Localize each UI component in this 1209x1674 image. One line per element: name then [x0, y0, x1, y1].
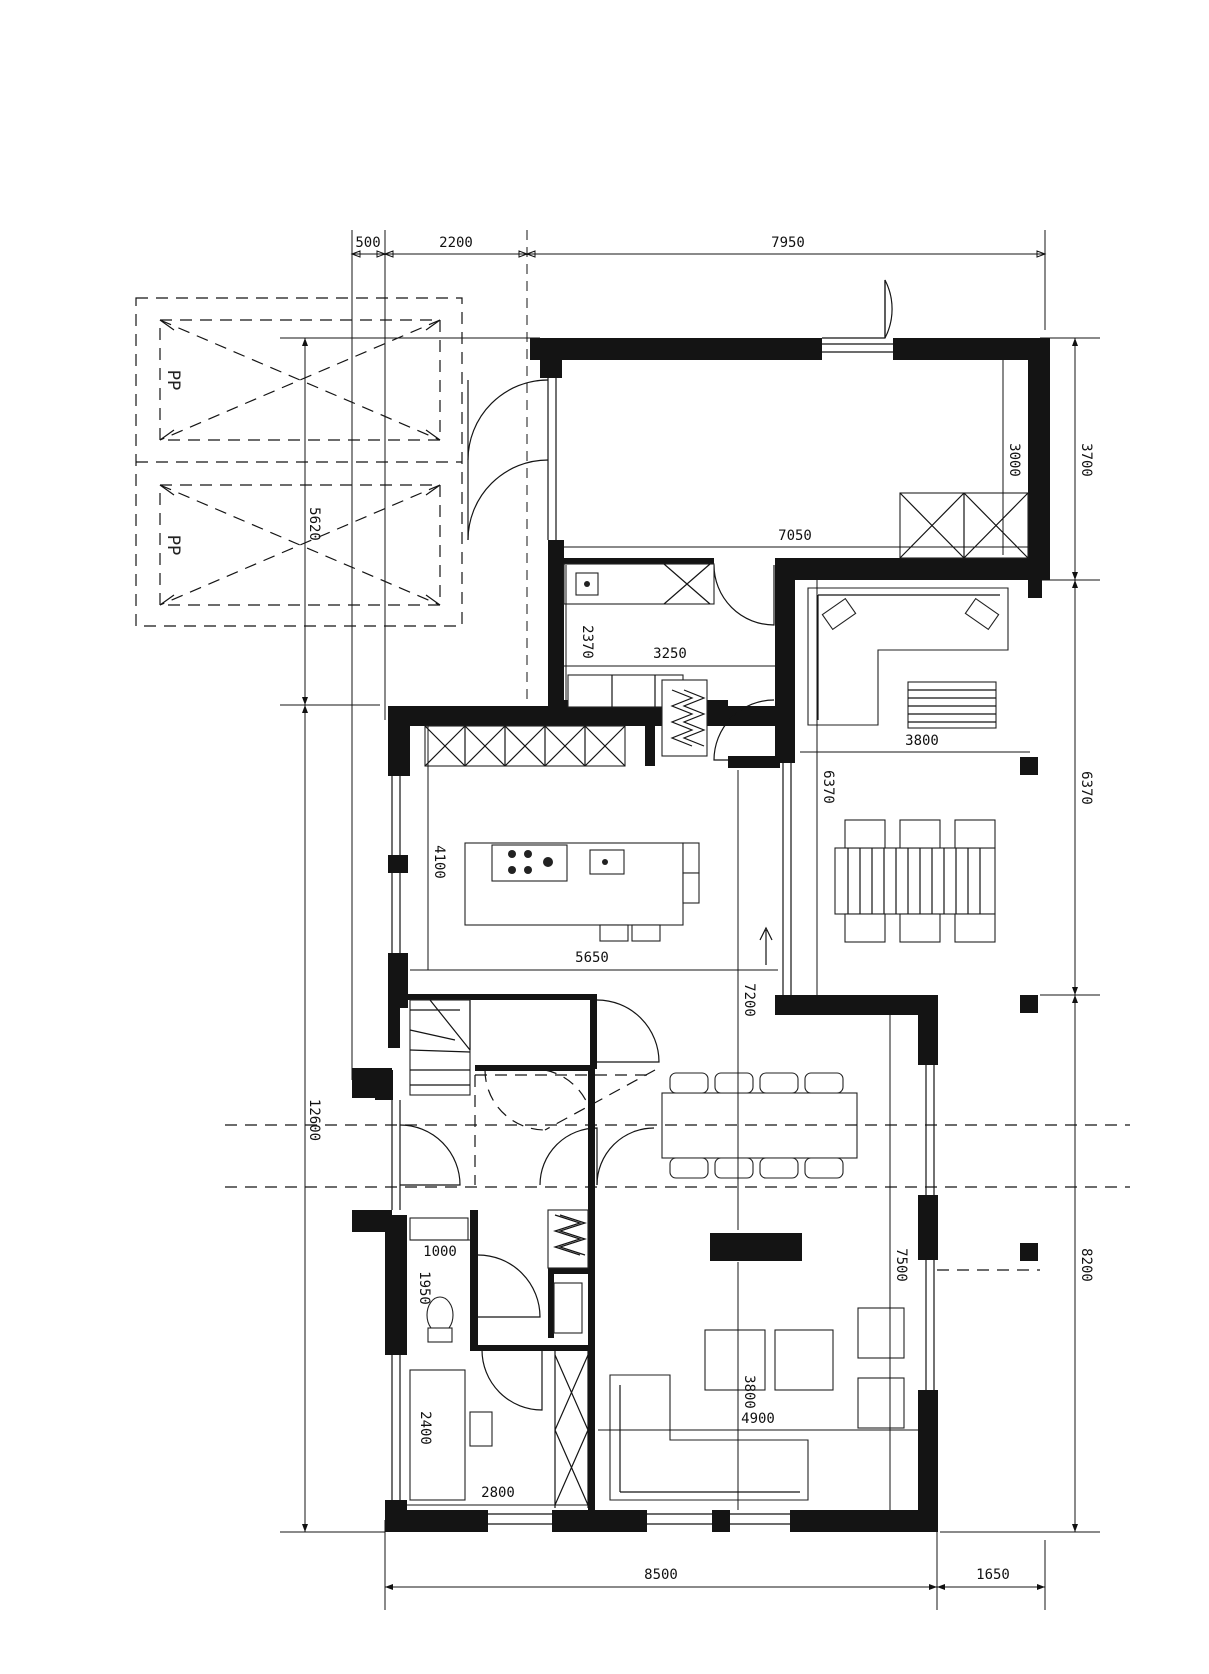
dim-right-8200: 8200: [1078, 1248, 1094, 1282]
dim-kitchen-width: 5650: [575, 950, 609, 966]
dim-bottom-1650: 1650: [976, 1567, 1010, 1583]
dimension-lines: [280, 230, 1100, 1610]
dim-left-5620: 5620: [306, 507, 322, 541]
dim-left-12600: 12600: [306, 1099, 322, 1141]
dim-lounge-width: 3800: [905, 733, 939, 749]
grid-lines: [225, 1124, 1130, 1271]
dim-utility-width: 3250: [653, 646, 687, 662]
dim-right-6370: 6370: [1078, 771, 1094, 805]
windows: [391, 343, 935, 1525]
dim-living-depth: 7500: [893, 1248, 909, 1282]
furniture: [409, 492, 1029, 1508]
parking-label-1: PP: [163, 370, 183, 391]
dim-toilet-depth: 1950: [416, 1271, 432, 1305]
dim-kitchen-depth: 4100: [431, 845, 447, 879]
dim-office-depth: 2400: [417, 1411, 433, 1445]
doors: [399, 279, 893, 1411]
dimension-labels: 500 2200 7950 8500 1650 3700 6370 8200 5…: [306, 235, 1094, 1583]
dim-living-height: 3800: [741, 1375, 757, 1409]
dim-toilet-width: 1000: [423, 1244, 457, 1260]
dim-garage-width: 7050: [778, 528, 812, 544]
dim-top-7950: 7950: [771, 235, 805, 251]
dim-top-2200: 2200: [439, 235, 473, 251]
dim-bottom-8500: 8500: [644, 1567, 678, 1583]
dim-dining-depth: 7200: [741, 983, 757, 1017]
dim-living-width: 4900: [741, 1411, 775, 1427]
parking-labels: PP PP: [163, 370, 183, 556]
dim-top-500: 500: [355, 235, 380, 251]
dim-office-width: 2800: [481, 1485, 515, 1501]
dim-terrace-depth: 6370: [820, 770, 836, 804]
dim-utility-height: 2370: [579, 625, 595, 659]
parking-area: [135, 297, 463, 627]
dim-garage-height: 3000: [1006, 443, 1022, 477]
dim-right-3700: 3700: [1078, 443, 1094, 477]
interior-dimension-lines: [407, 360, 1030, 1510]
parking-label-2: PP: [163, 535, 183, 556]
